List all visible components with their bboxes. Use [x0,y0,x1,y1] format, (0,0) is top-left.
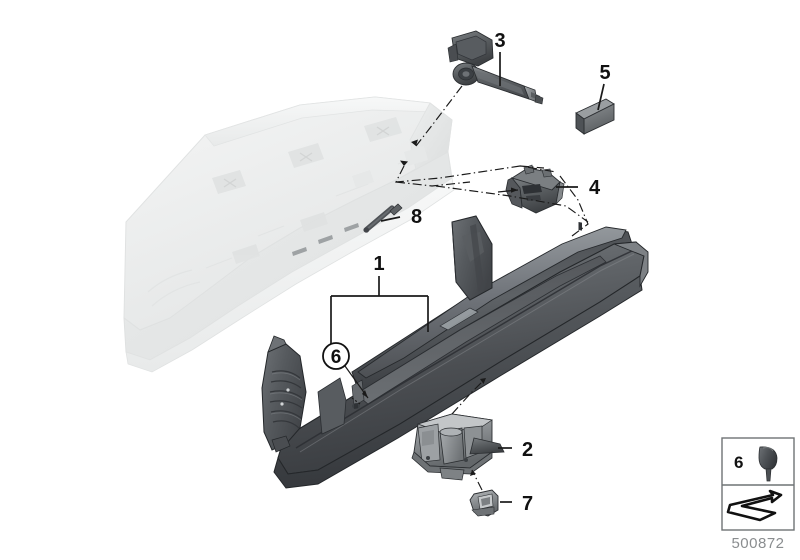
part-hinge-bracket [505,164,565,214]
callout-label-1: 1 [373,253,384,275]
part-glove-box-compartment [261,215,649,489]
callout-label-4: 4 [589,177,601,199]
installed-rubber-stop [352,403,360,409]
callout-leaders [322,52,605,503]
part-long-screw [363,203,403,233]
ghost-instrument-panel [123,96,455,373]
legend-box: 6 [721,437,795,531]
callout-label-5: 5 [599,62,610,84]
glovebox-left-endcap [261,335,307,453]
callout-label-6: 6 [331,347,342,368]
part-rectangular-block [575,98,615,231]
part-retaining-clip [469,489,499,517]
legend-item-number: 6 [734,453,743,472]
callout-label-2: 2 [522,439,533,461]
callout-label-7: 7 [522,493,533,515]
view-direction-arrow-icon [726,489,783,522]
callout-label-8: 8 [411,206,422,228]
assembly-reference-lines [395,85,589,491]
diagram-id-number: 500872 [731,535,784,552]
callout-label-3: 3 [494,30,505,52]
part-lock-latch-mechanism [411,413,505,481]
rubber-stop-icon [758,446,778,482]
callout-labels: 1 2 3 4 5 6 7 8 [331,30,611,515]
